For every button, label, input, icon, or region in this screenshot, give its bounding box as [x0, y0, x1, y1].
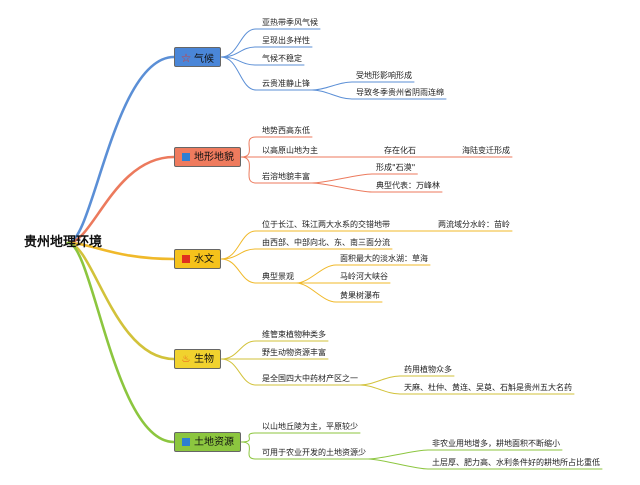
- branch-label: 土地资源: [194, 437, 234, 448]
- branch-node-land[interactable]: 土地资源: [174, 432, 241, 452]
- topic-item[interactable]: 是全国四大中药材产区之一: [262, 374, 358, 383]
- item-connector: [240, 156, 261, 184]
- subitem-connector: [367, 458, 429, 470]
- topic-item[interactable]: 可用于农业开发的土地资源少: [262, 448, 366, 457]
- red-flag-icon: [180, 250, 192, 270]
- topic-item[interactable]: 以高原山地为主: [262, 146, 318, 155]
- blue-square-icon: [180, 433, 192, 453]
- topic-item[interactable]: 由西部、中部向北、东、南三面分流: [262, 238, 390, 247]
- topic-item[interactable]: 维管束植物种类多: [262, 330, 326, 339]
- subitem-connector: [367, 449, 429, 460]
- topic-item[interactable]: 典型景观: [262, 272, 294, 281]
- subtopic-item[interactable]: 药用植物众多: [404, 365, 452, 374]
- topic-item[interactable]: 岩溶地貌丰富: [262, 172, 310, 181]
- subitem-connector: [311, 89, 353, 100]
- branch-node-biology[interactable]: ♨生物: [174, 349, 221, 369]
- subitem-connector: [359, 375, 401, 386]
- topic-item[interactable]: 呈现出多样性: [262, 36, 310, 45]
- subitem-connector: [295, 264, 337, 284]
- item-connector: [220, 56, 261, 66]
- item-connector: [220, 56, 261, 91]
- subtopic-item[interactable]: 黄果树瀑布: [340, 291, 380, 300]
- item-connector: [240, 441, 261, 460]
- subitem-connector: [311, 182, 373, 193]
- subitem-connector: [311, 81, 353, 91]
- subtopic-item[interactable]: 受地形影响形成: [356, 71, 412, 80]
- branch-node-hydrology[interactable]: 水文: [174, 249, 221, 269]
- branch-label: 生物: [194, 354, 214, 365]
- item-connector: [220, 28, 261, 58]
- subsubtopic-item[interactable]: 海陆变迁形成: [462, 146, 510, 155]
- subitem-connector: [295, 282, 337, 303]
- subtopic-item[interactable]: 土层厚、肥力高、水利条件好的耕地所占比重低: [432, 458, 600, 467]
- subitem-connector: [311, 173, 373, 184]
- subtopic-item[interactable]: 非农业用地增多，耕地面积不断缩小: [432, 439, 560, 448]
- topic-item[interactable]: 气候不稳定: [262, 54, 302, 63]
- branch-node-climate[interactable]: ☆气候: [174, 47, 221, 67]
- subtopic-item[interactable]: 面积最大的淡水湖：草海: [340, 254, 428, 263]
- topic-item[interactable]: 野生动物资源丰富: [262, 348, 326, 357]
- branch-label: 气候: [194, 54, 214, 65]
- star-outline-icon: ☆: [180, 51, 192, 65]
- topic-item[interactable]: 地势西高东低: [262, 126, 310, 135]
- branch-node-terrain[interactable]: 地形地貌: [174, 147, 241, 167]
- item-connector: [220, 340, 261, 360]
- branch-label: 地形地貌: [194, 152, 234, 163]
- subtopic-item[interactable]: 形成"石漠": [376, 163, 416, 172]
- branch-label: 水文: [194, 254, 214, 265]
- fire-icon: ♨: [181, 354, 191, 365]
- branch-connector-land: [66, 241, 176, 444]
- subtopic-item[interactable]: 导致冬季贵州省阴雨连绵: [356, 88, 444, 97]
- topic-item[interactable]: 云贵准静止锋: [262, 79, 310, 88]
- branch-connector-climate: [66, 55, 176, 245]
- subtopic-item[interactable]: 马岭河大峡谷: [340, 272, 388, 281]
- root-topic[interactable]: 贵州地理环境: [23, 235, 102, 250]
- subtopic-item[interactable]: 两流域分水岭：苗岭: [438, 220, 510, 229]
- item-connector: [220, 46, 261, 58]
- topic-item[interactable]: 亚热带季风气候: [262, 18, 318, 27]
- topic-item[interactable]: 位于长江、珠江两大水系的交错地带: [262, 220, 390, 229]
- branch-connector-hydrology: [66, 241, 176, 261]
- blue-square-icon: [180, 148, 192, 168]
- branch-connector-terrain: [66, 155, 176, 245]
- subtopic-item[interactable]: 存在化石: [384, 146, 416, 155]
- item-connector: [220, 258, 261, 284]
- branch-connector-biology: [66, 241, 176, 361]
- item-connector: [220, 358, 261, 386]
- topic-item[interactable]: 以山地丘陵为主，平原较少: [262, 422, 358, 431]
- item-connector: [240, 432, 261, 443]
- subitem-connector: [359, 384, 401, 395]
- subtopic-item[interactable]: 典型代表：万峰林: [376, 181, 440, 190]
- item-connector: [220, 248, 261, 260]
- item-connector: [220, 230, 261, 260]
- item-connector: [240, 136, 261, 158]
- subtopic-item[interactable]: 天麻、杜仲、黄连、吴萸、石斛是贵州五大名药: [404, 383, 572, 392]
